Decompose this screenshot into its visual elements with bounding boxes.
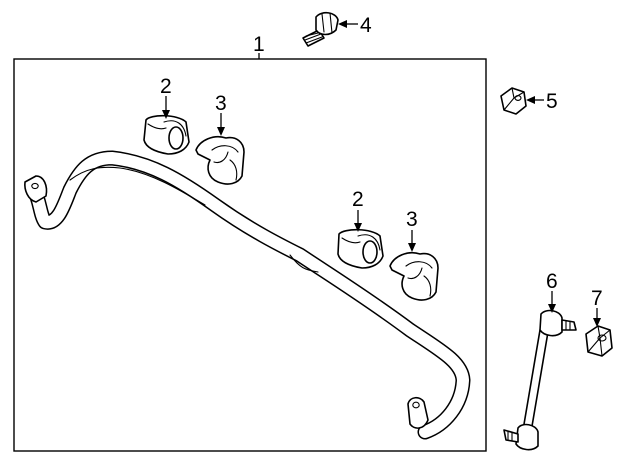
callout-1: 1 [253,33,265,56]
stabilizer-bar [24,150,471,440]
nut-flange [500,87,527,115]
arrow-2-left [162,110,170,119]
arrow-3-left [217,127,225,136]
bolt [302,11,339,47]
arrow-7 [593,318,601,327]
callout-6: 6 [546,270,558,293]
nut-hex [585,325,613,357]
stabilizer-link [503,309,577,451]
arrow-6 [548,304,556,313]
callout-3-left: 3 [215,92,227,115]
arrow-5 [526,96,535,104]
callout-2-right: 2 [352,188,364,211]
callout-7: 7 [591,287,603,310]
bushing-right [337,228,384,269]
bushing-left [143,114,190,155]
callout-3-right: 3 [406,208,418,231]
callout-5: 5 [546,90,558,113]
callout-2-left: 2 [160,75,172,98]
arrow-2-right [354,223,362,232]
bracket-right [389,251,439,301]
assembly-frame [13,58,487,452]
arrow-4 [338,20,347,28]
bracket-left [195,135,245,185]
callout-4: 4 [360,14,372,37]
arrow-3-right [408,243,416,252]
